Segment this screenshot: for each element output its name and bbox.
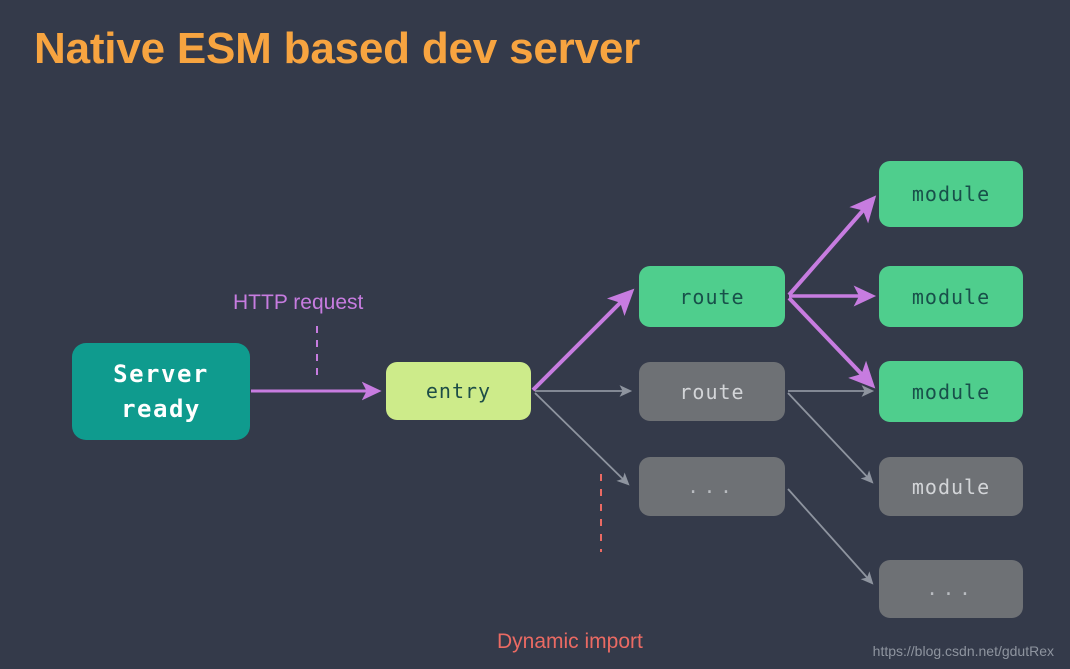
page-title: Native ESM based dev server bbox=[34, 24, 641, 73]
edge-route-idle-module-4 bbox=[787, 392, 874, 484]
node-module-2[interactable]: module bbox=[879, 266, 1023, 327]
node-route-more[interactable]: ... bbox=[639, 457, 785, 516]
dynamic-import-label: Dynamic import (code split point) bbox=[497, 566, 651, 669]
node-server[interactable]: Server ready bbox=[72, 343, 250, 440]
http-request-label: HTTP request bbox=[233, 291, 364, 314]
node-route-idle[interactable]: route bbox=[639, 362, 785, 421]
edge-route-more-module-more bbox=[787, 488, 874, 585]
node-module-3[interactable]: module bbox=[879, 361, 1023, 422]
edge-route-module-3 bbox=[787, 296, 876, 389]
node-module-1[interactable]: module bbox=[879, 161, 1023, 227]
node-route-active[interactable]: route bbox=[639, 266, 785, 327]
node-entry[interactable]: entry bbox=[386, 362, 531, 420]
watermark: https://blog.csdn.net/gdutRex bbox=[872, 643, 1054, 659]
edge-entry-route-more bbox=[534, 392, 630, 486]
node-module-4[interactable]: module bbox=[879, 457, 1023, 516]
edge-route-module-1 bbox=[787, 195, 877, 297]
edge-entry-route-active bbox=[531, 288, 635, 392]
dynamic-import-line-1: Dynamic import bbox=[497, 629, 643, 653]
node-module-more[interactable]: ... bbox=[879, 560, 1023, 618]
